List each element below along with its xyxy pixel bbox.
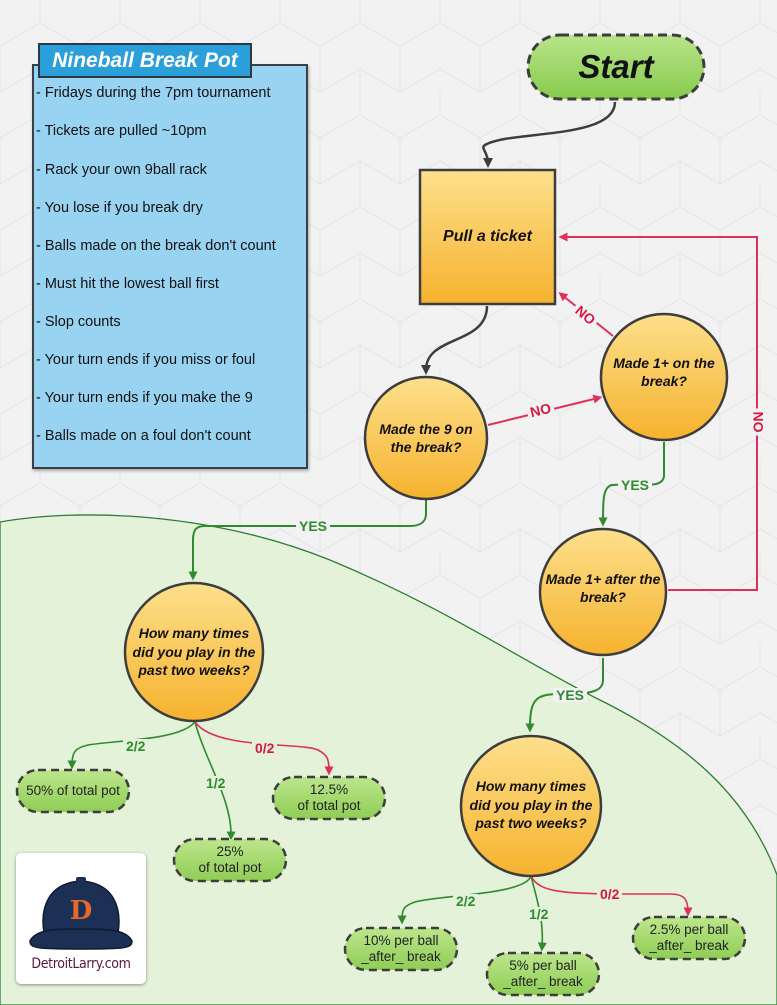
baseball-cap-icon: D <box>29 877 133 950</box>
outcome-right-none <box>631 915 747 961</box>
outcome-right-full-line2: _after_ break <box>361 949 441 964</box>
edge-label-right-1of2: 1/2 <box>526 907 552 921</box>
edge-label-no-loop: NO <box>751 408 767 436</box>
outcome-right-none-line2: _after_ break <box>649 938 729 953</box>
rule-item: - Your turn ends if you miss or foul <box>36 352 256 368</box>
rule-item: - You lose if you break dry <box>36 200 203 216</box>
logo-emblem: D <box>70 896 93 926</box>
edge-label-left-0of2: 0/2 <box>252 741 278 755</box>
rule-item: - Must hit the lowest ball first <box>36 276 219 292</box>
rule-item: - Balls made on the break don't count <box>36 238 276 254</box>
outcome-left-none <box>271 775 387 821</box>
outcome-right-none-line1: 2.5% per ball <box>649 922 729 937</box>
edge-label-yes-made-after: YES <box>553 688 588 702</box>
outcome-left-half-line1: 25% <box>216 844 244 859</box>
outcome-left-none-line2: of total pot <box>297 798 361 813</box>
start-node <box>526 33 706 101</box>
edge-left-2of2 <box>67 721 196 770</box>
rule-item: - Fridays during the 7pm tournament <box>36 85 271 101</box>
outcome-right-full-label: 10% per ball _after_ break <box>345 928 457 970</box>
rule-item: - Rack your own 9ball rack <box>36 162 207 178</box>
plays-right-node <box>459 734 603 878</box>
plays-right-label: How many times did you play in the past … <box>469 778 593 832</box>
edge-left-0of2 <box>194 721 334 776</box>
made-one-on-break-label: Made 1+ on the break? <box>613 355 715 389</box>
edge-label-right-0of2: 0/2 <box>597 887 623 901</box>
rules-title: Nineball Break Pot <box>38 43 252 78</box>
edge-label-left-2of2: 2/2 <box>123 739 149 753</box>
outcome-right-half <box>485 951 601 997</box>
outcome-right-half-line2: _after_ break <box>503 974 583 989</box>
edge-made-one-on-break-yes <box>598 442 665 527</box>
made-nine-label: Made the 9 on the break? <box>379 421 473 455</box>
made-one-after-break-label: Made 1+ after the break? <box>545 571 661 605</box>
outcome-left-half-line2: of total pot <box>198 860 262 875</box>
outcome-right-half-line1: 5% per ball <box>509 958 577 973</box>
pull-ticket-node <box>418 168 557 306</box>
edge-right-0of2 <box>530 875 693 917</box>
rule-item: - Slop counts <box>36 314 121 330</box>
edge-ticket-to-made-nine <box>421 305 489 375</box>
outcome-left-full-label: 50% of total pot <box>26 783 120 798</box>
rules-box <box>32 64 308 469</box>
plays-left-node <box>123 581 265 723</box>
outcome-right-none-label: 2.5% per ball _after_ break <box>633 917 745 959</box>
outcome-right-full-line1: 10% per ball <box>363 933 439 948</box>
outcome-right-half-label: 5% per ball _after_ break <box>487 953 599 995</box>
outcome-left-half <box>172 837 288 883</box>
edge-label-left-1of2: 1/2 <box>203 776 229 790</box>
made-nine-node <box>363 375 489 501</box>
rule-item: - Balls made on a foul don't count <box>36 428 251 444</box>
edge-start-to-ticket <box>482 101 617 168</box>
edge-label-yes-made-nine: YES <box>296 519 331 533</box>
detroitlarry-logo[interactable]: D DetroitLarry.com <box>16 853 146 984</box>
edge-right-2of2 <box>397 875 532 925</box>
outcome-left-full <box>15 768 131 814</box>
start-label: Start <box>578 48 654 85</box>
rule-item: - Your turn ends if you make the 9 <box>36 390 253 406</box>
rule-item: - Tickets are pulled ~10pm <box>36 123 207 139</box>
outcome-left-none-line1: 12.5% <box>309 782 349 797</box>
edge-made-nine-yes <box>188 500 427 581</box>
made-one-on-break-node <box>599 312 729 442</box>
outcome-left-half-label: 25% of total pot <box>174 839 286 881</box>
plays-left-label: How many times did you play in the past … <box>132 625 256 679</box>
edge-label-right-2of2: 2/2 <box>453 894 479 908</box>
logo-text: DetroitLarry.com <box>31 956 131 972</box>
made-one-after-break-node <box>538 527 668 657</box>
edge-label-yes-made-one: YES <box>618 478 653 492</box>
outcome-left-none-label: 12.5% of total pot <box>273 777 385 819</box>
outcome-right-full <box>343 926 459 972</box>
pull-ticket-label: Pull a ticket <box>443 228 532 245</box>
